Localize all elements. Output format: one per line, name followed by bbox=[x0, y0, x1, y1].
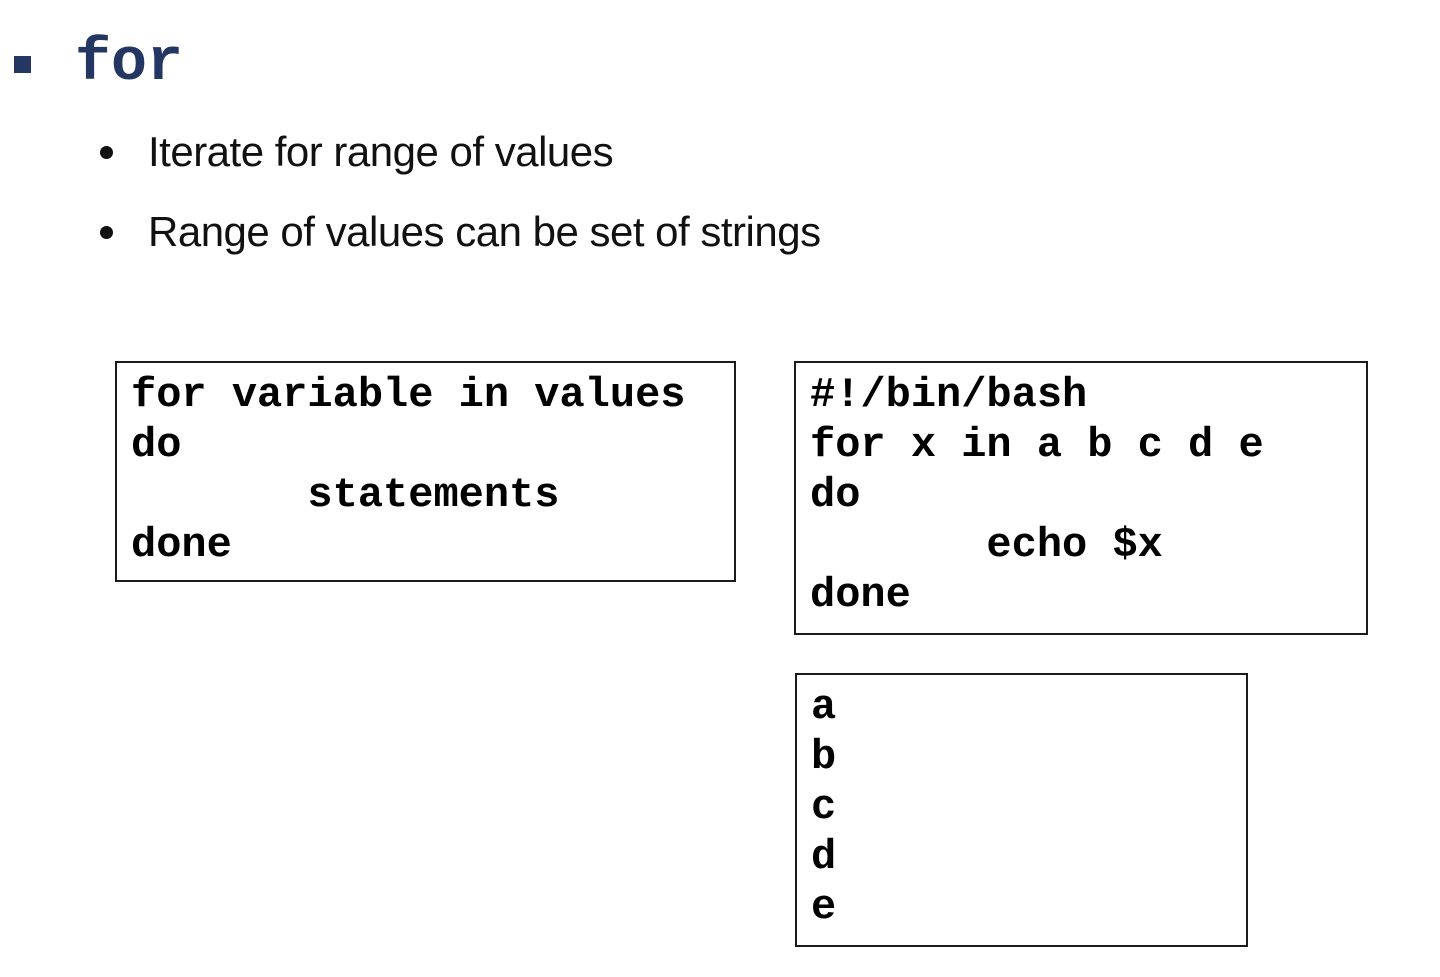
code-line: for x in a b c d e bbox=[810, 421, 1264, 469]
code-line: echo $x bbox=[810, 521, 1163, 569]
code-line: done bbox=[131, 521, 232, 569]
slide-title-row: for bbox=[14, 32, 183, 96]
code-line: b bbox=[811, 733, 837, 781]
bullet-text: Range of values can be set of strings bbox=[148, 208, 821, 255]
bullet-text: Iterate for range of values bbox=[148, 128, 614, 175]
code-line: for variable in values bbox=[131, 371, 686, 419]
code-line: e bbox=[811, 883, 837, 931]
list-item: Range of values can be set of strings bbox=[100, 204, 821, 284]
page-title: for bbox=[75, 30, 184, 98]
bullet-list: Iterate for range of values Range of val… bbox=[100, 124, 821, 284]
code-box-script-output: a b c d e bbox=[795, 673, 1248, 947]
code-box-for-syntax: for variable in values do statements don… bbox=[115, 361, 736, 582]
code-line: #!/bin/bash bbox=[810, 371, 1088, 419]
square-bullet-icon bbox=[14, 56, 31, 73]
dot-bullet-icon bbox=[100, 146, 113, 159]
code-line: do bbox=[131, 421, 182, 469]
code-line: done bbox=[810, 571, 911, 619]
code-line: do bbox=[810, 471, 861, 519]
code-line: statements bbox=[131, 471, 560, 519]
code-line: d bbox=[811, 833, 837, 881]
code-line: c bbox=[811, 783, 837, 831]
code-box-example-script: #!/bin/bash for x in a b c d e do echo $… bbox=[794, 361, 1368, 635]
code-line: a bbox=[811, 683, 837, 731]
dot-bullet-icon bbox=[100, 226, 113, 239]
list-item: Iterate for range of values bbox=[100, 124, 821, 204]
